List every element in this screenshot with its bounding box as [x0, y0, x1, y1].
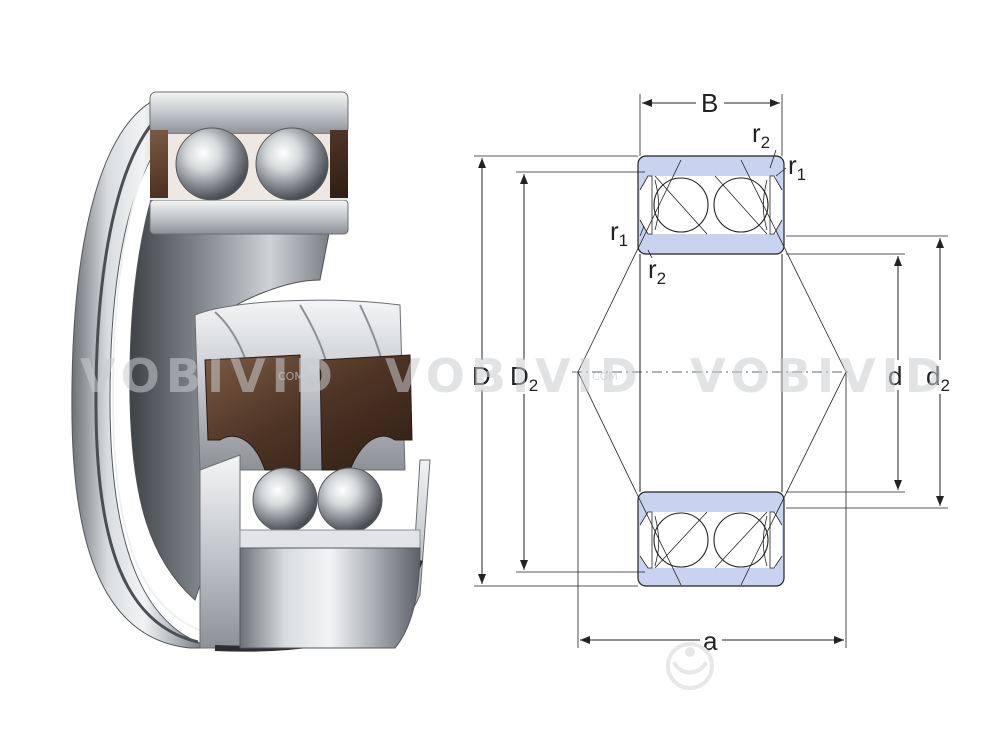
svg-text:D: D — [472, 361, 491, 391]
label-d2: d2 — [924, 360, 958, 395]
svg-text:D2: D2 — [510, 361, 538, 395]
watermark: VOBIVID COM VOBIVID COM VOBIVID — [80, 349, 949, 403]
technical-drawing: B r2 r1 r1 r2 D D2 d d2 — [467, 84, 958, 656]
ball-top-2 — [255, 127, 329, 201]
ball-bottom-1 — [252, 467, 318, 533]
svg-text:r2: r2 — [648, 254, 666, 288]
label-B: B — [696, 84, 724, 118]
svg-text:VOBIVID: VOBIVID — [690, 349, 949, 403]
svg-text:VOBIVID: VOBIVID — [385, 349, 644, 403]
svg-text:B: B — [701, 88, 718, 118]
label-r1-left: r1 — [610, 216, 628, 250]
svg-text:a: a — [703, 626, 718, 656]
outer-ring-section-top — [149, 91, 349, 135]
distributor-line-1: Đại lý uỷ quyền SKF — [721, 646, 892, 665]
ball-top-1 — [175, 127, 249, 201]
distributor-badge: Đại lý uỷ quyền SKF SKF Authorized Distr… — [666, 642, 906, 690]
label-r2-left: r2 — [648, 254, 666, 288]
contact-lines — [577, 159, 847, 586]
svg-text:COM: COM — [592, 370, 618, 383]
skf-logo-icon — [666, 642, 714, 690]
label-r2-top: r2 — [752, 118, 770, 152]
svg-text:r1: r1 — [788, 150, 806, 184]
svg-text:d: d — [888, 361, 902, 391]
svg-text:r1: r1 — [610, 216, 628, 250]
ball-bottom-2 — [317, 467, 383, 533]
svg-text:r2: r2 — [752, 118, 770, 152]
svg-text:VOBIVID: VOBIVID — [80, 349, 339, 403]
label-a: a — [700, 626, 722, 656]
distributor-line-2: SKF Authorized Distributor — [722, 670, 906, 684]
bearing-rendering — [71, 91, 431, 652]
svg-text:d2: d2 — [926, 361, 950, 395]
svg-text:COM: COM — [278, 370, 304, 383]
label-D: D — [467, 360, 497, 391]
label-D2: D2 — [506, 360, 546, 395]
label-d: d — [885, 360, 911, 391]
inner-ring-section-top — [149, 199, 349, 235]
label-r1-top: r1 — [788, 150, 806, 184]
